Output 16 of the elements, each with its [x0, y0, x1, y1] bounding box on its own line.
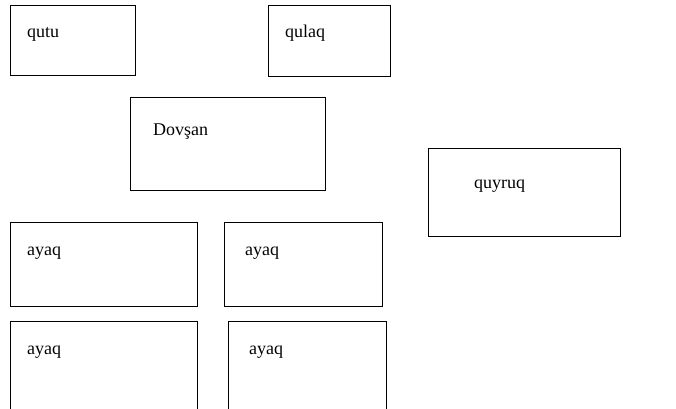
- label-box: [268, 5, 391, 77]
- box-label: quyruq: [474, 171, 525, 194]
- box-label: qulaq: [285, 20, 325, 42]
- box-label: ayaq: [245, 238, 279, 260]
- box-label: ayaq: [27, 337, 61, 360]
- box-label: ayaq: [249, 337, 283, 360]
- box-label: qutu: [27, 20, 60, 42]
- label-box: [428, 148, 621, 237]
- box-label: Dovşan: [153, 118, 208, 140]
- box-label: ayaq: [27, 238, 61, 260]
- label-box: [224, 222, 383, 307]
- label-box: [10, 5, 136, 76]
- label-box: [10, 222, 198, 307]
- label-box: [10, 321, 198, 409]
- label-box: [228, 321, 387, 409]
- label-box: [130, 97, 326, 191]
